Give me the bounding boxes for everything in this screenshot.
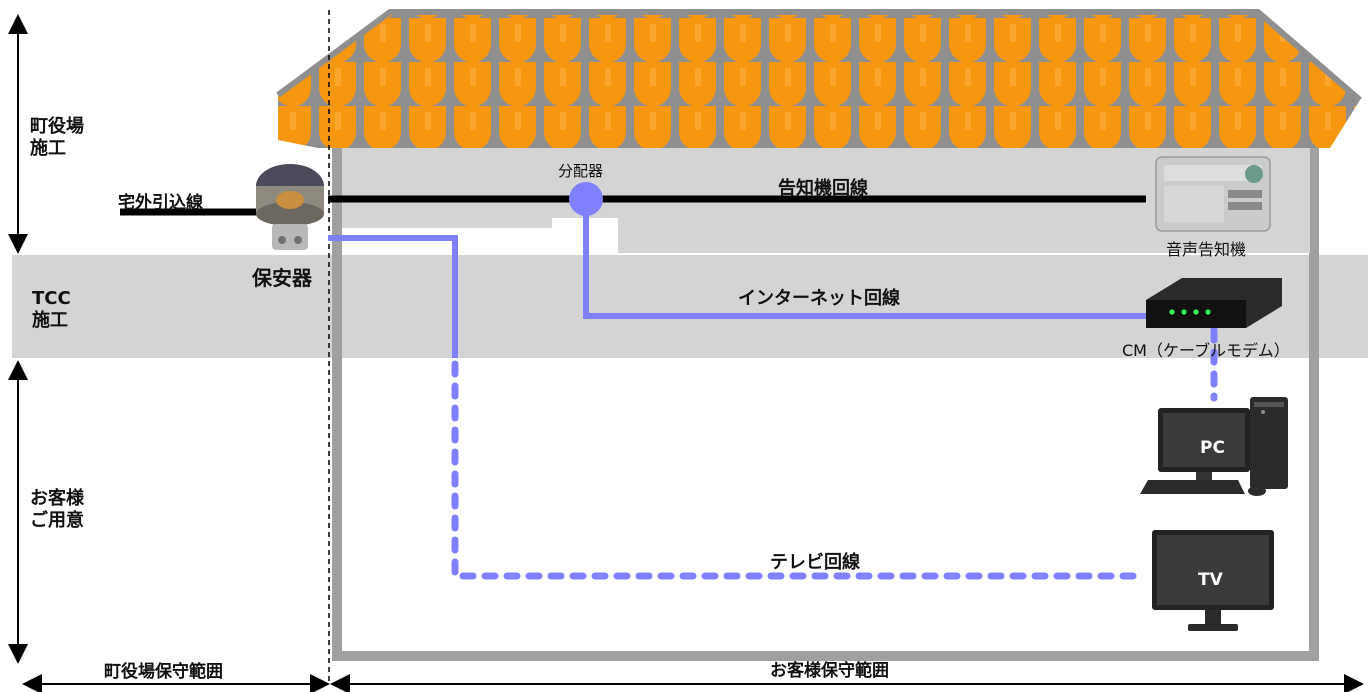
tv-label: TV [1198,570,1223,590]
zone-town-line2: 施工 [30,138,66,159]
zone-tcc-line1: TCC [32,288,71,309]
tv-line-solid [328,235,458,358]
modem-icon [1146,278,1282,328]
splitter-label: 分配器 [558,162,604,180]
tv-line-dashed [451,360,1139,580]
splitter-icon [569,182,603,216]
zone-town-label: 町役場 施工 [30,116,84,160]
announcer-label: 音声告知機 [1166,240,1247,259]
roof [278,12,1360,148]
tcc-band [12,255,1368,358]
announcer-icon [1155,156,1271,232]
house-wall [332,120,1319,661]
zone-customer-line2: ご用意 [30,510,84,531]
pc-icon [1140,397,1288,496]
roof-eave [276,9,1362,103]
zone-tcc-line2: 施工 [32,310,68,331]
zone-tcc-label: TCC 施工 [32,288,71,332]
pc-label: PC [1200,438,1225,458]
drop-wire-label: 宅外引込線 [118,193,203,213]
zone-customer-line1: お客様 [30,488,84,509]
modem-label: CM（ケーブルモデム） [1122,341,1290,360]
zone-customer-label: お客様 ご用意 [30,488,84,532]
customer-maint-label: お客様保守範囲 [770,661,889,681]
protector-label: 保安器 [252,266,312,290]
tv-line-label: テレビ回線 [770,552,860,573]
protector-icon [256,164,324,250]
town-maint-label: 町役場保守範囲 [104,662,223,682]
announce-line-label: 告知機回線 [778,178,868,199]
zone-town-line1: 町役場 [30,116,84,137]
internet-line-label: インターネット回線 [738,288,900,309]
internet-line [583,199,1150,319]
tv-icon [1152,530,1274,631]
